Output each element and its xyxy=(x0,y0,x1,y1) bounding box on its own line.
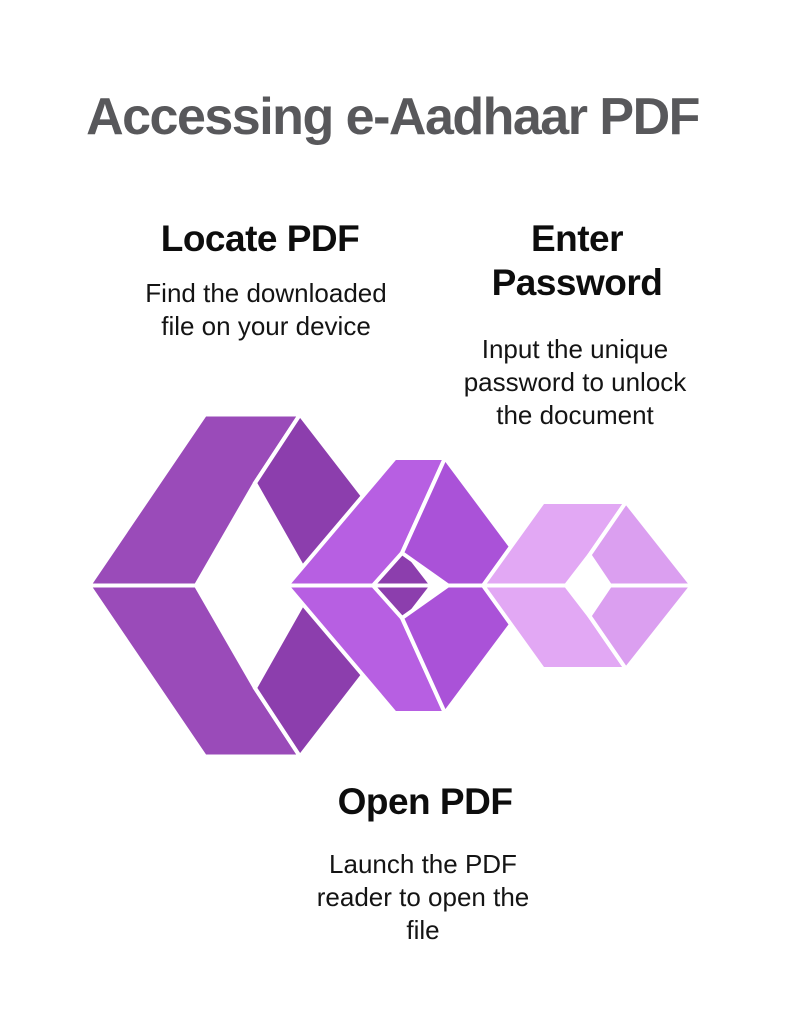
chain-links-graphic xyxy=(85,411,697,760)
chain-link-1 xyxy=(85,411,437,760)
step-description-enter-password: Input the unique password to unlock the … xyxy=(463,334,687,431)
step-description-locate-pdf: Find the downloaded file on your device xyxy=(145,278,387,342)
chain-link-3 xyxy=(479,498,697,673)
step-heading-locate-pdf: Locate PDF xyxy=(160,218,360,259)
step-description-open-pdf: Launch the PDF reader to open the file xyxy=(316,849,530,946)
page-title: Accessing e-Aadhaar PDF xyxy=(86,88,700,146)
step-heading-enter-password: Enter Password xyxy=(491,218,663,304)
step-heading-open-pdf: Open PDF xyxy=(337,781,513,822)
